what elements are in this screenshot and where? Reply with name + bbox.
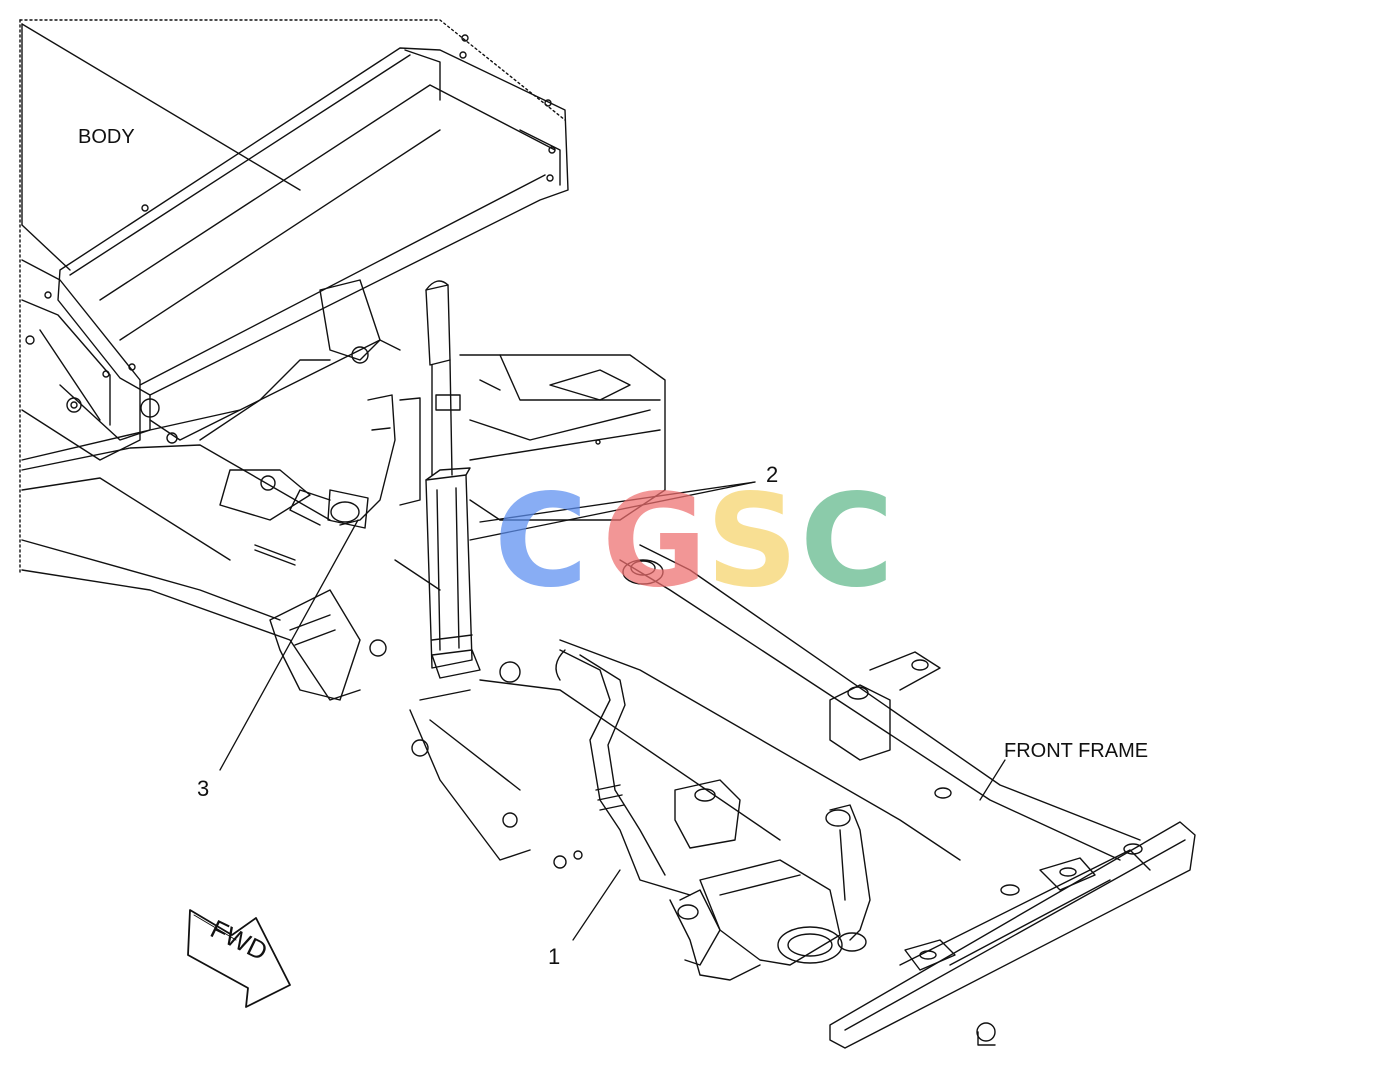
leader-lines xyxy=(219,481,1006,941)
watermark-letter-3: S xyxy=(706,467,799,616)
front-frame-label: FRONT FRAME xyxy=(1004,740,1149,762)
callout-1: 1 xyxy=(548,944,561,969)
part-3-hose xyxy=(289,394,441,591)
body-label: BODY xyxy=(78,126,135,148)
part-2-canister xyxy=(425,280,481,679)
fwd-arrow-label: FWD xyxy=(206,914,272,967)
watermark-letter-4: C xyxy=(800,467,894,616)
leader-line-2a xyxy=(469,481,756,541)
leader-line-3 xyxy=(219,519,359,771)
leader-line-front-frame xyxy=(979,759,1006,801)
callout-2: 2 xyxy=(766,462,779,487)
part-1-hose xyxy=(555,649,761,981)
watermark-letter-1: C xyxy=(494,467,588,616)
body-illustration xyxy=(19,19,569,757)
watermark-letter-2: G xyxy=(602,467,708,616)
leader-line-1 xyxy=(572,869,621,941)
fwd-arrow-icon: FWD xyxy=(187,909,291,1008)
leader-line-2b xyxy=(479,481,756,523)
muffler xyxy=(677,804,871,966)
tank-housing xyxy=(459,354,666,521)
callout-3: 3 xyxy=(197,776,210,801)
front-frame xyxy=(409,544,1196,1049)
